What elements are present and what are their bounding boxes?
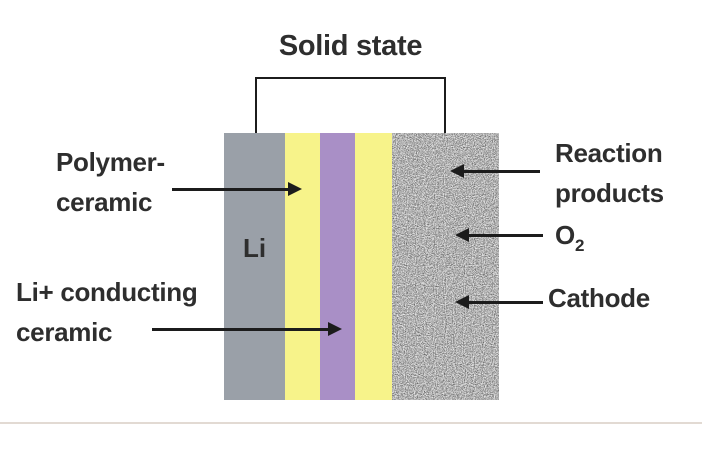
cathode-layer [392,133,499,400]
polymer-ceramic-arrow [172,182,302,196]
li-conducting-ceramic-layer [320,133,355,400]
o2-arrow [455,228,543,242]
o2-annotation: O2 [555,215,584,255]
o2-annotation-base: O [555,220,575,250]
reaction-products-annotation-line2: products [555,178,664,208]
polymer-ceramic-annotation-line2: ceramic [56,187,153,217]
polymer-ceramic-annotation: Polymer- ceramic [56,142,165,222]
polymer-ceramic-layer-right [355,133,392,400]
lithium-anode-layer [224,133,285,400]
solid-state-label: Solid state [278,30,423,62]
cathode-annotation: Cathode [548,283,650,313]
li-anode-label: Li [242,233,267,263]
cathode-speckle-texture [392,133,499,400]
solid-state-bracket [255,77,446,133]
li-conducting-ceramic-arrow [152,322,342,336]
polymer-ceramic-annotation-line1: Polymer- [56,147,165,177]
cathode-arrow [455,295,543,309]
reaction-products-annotation: Reaction products [555,133,664,213]
li-conducting-ceramic-annotation-line1: Li+ conducting [16,277,198,307]
reaction-products-arrow [450,164,540,178]
polymer-ceramic-layer-left [285,133,320,400]
bottom-divider-line [0,422,702,424]
li-conducting-ceramic-annotation: Li+ conducting ceramic [16,272,198,352]
reaction-products-annotation-line1: Reaction [555,138,663,168]
li-conducting-ceramic-annotation-line2: ceramic [16,317,113,347]
o2-annotation-subscript: 2 [574,236,585,255]
